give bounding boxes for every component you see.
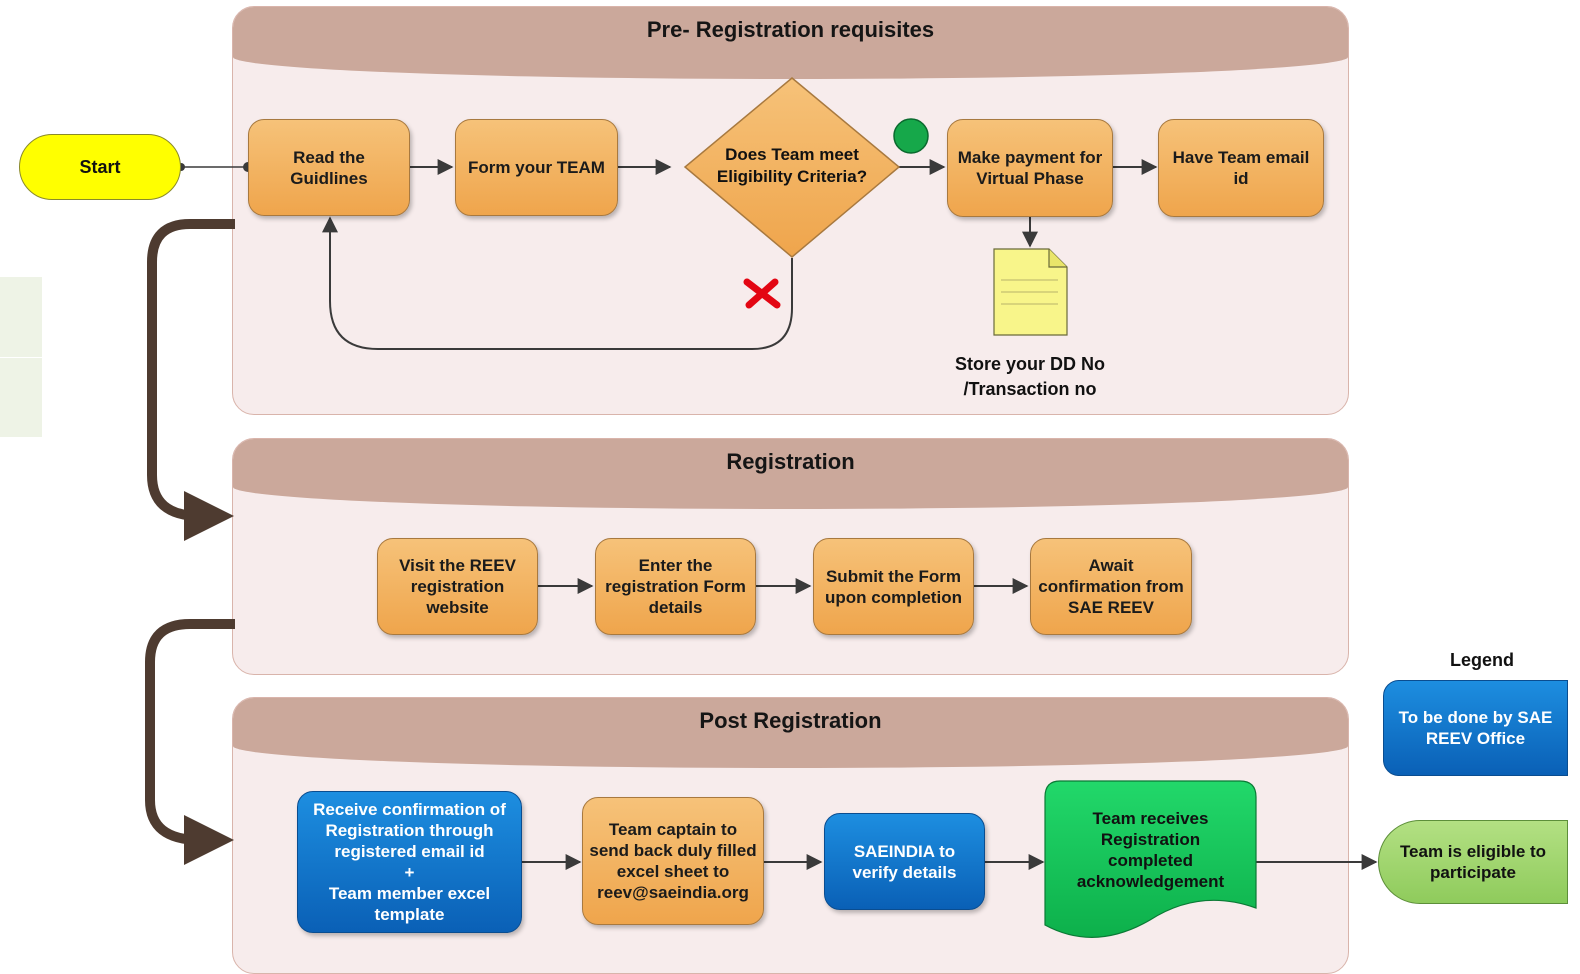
- post-registration-header: [233, 698, 1348, 768]
- legend-title: Legend: [1449, 650, 1514, 670]
- team-email-step: Have Team email id: [1158, 119, 1324, 217]
- no-marker: [743, 278, 781, 309]
- captain-send-label: Team captain to send back duly filled ex…: [589, 820, 757, 902]
- captain-send-step: Team captain to send back duly filled ex…: [582, 797, 764, 925]
- eligibility-diamond: [683, 77, 901, 258]
- acknowledgement-shape: [1044, 780, 1257, 938]
- pre-to-registration-connector: [147, 219, 235, 541]
- submit-form-step: Submit the Form upon completion: [813, 538, 974, 635]
- store-transaction-note: Store your DD No /Transaction no: [954, 354, 1105, 399]
- visit-website-step: Visit the REEV registration website: [377, 538, 538, 635]
- submit-form-label: Submit the Form upon completion: [825, 566, 962, 607]
- read-guidelines-step: Read the Guidlines: [248, 119, 410, 216]
- await-confirmation-label: Await confirmation from SAE REEV: [1038, 556, 1184, 617]
- legend-sae-office-label: To be done by SAE REEV Office: [1398, 708, 1553, 748]
- post-registration-title: Post Registration: [699, 708, 882, 733]
- team-email-label: Have Team email id: [1172, 148, 1310, 188]
- enter-form-label: Enter the registration Form details: [605, 556, 746, 617]
- acknowledgement-step: Team receives Registration completed ack…: [1045, 783, 1256, 898]
- pre-registration-header: [233, 7, 1348, 79]
- legend-sae-office-item: To be done by SAE REEV Office: [1383, 680, 1568, 776]
- registration-to-post-connector: [145, 619, 235, 865]
- receive-plus-label: +: [404, 863, 415, 882]
- eligibility-question: Does Team meet Eligibility Criteria?: [716, 145, 868, 186]
- form-team-label: Form your TEAM: [468, 158, 605, 177]
- not-eligible-loop: [322, 216, 793, 350]
- start-node: Start: [19, 134, 181, 200]
- enter-form-step: Enter the registration Form details: [595, 538, 756, 635]
- registration-header: [233, 439, 1348, 509]
- verify-details-label: SAEINDIA to verify details: [852, 841, 957, 882]
- pre-registration-panel: Pre- Registration requisites: [232, 6, 1349, 415]
- excel-template-label: Team member excel template: [328, 884, 491, 924]
- receive-confirmation-label: Receive confirmation of Registration thr…: [313, 800, 506, 861]
- read-guidelines-label: Read the Guidlines: [290, 147, 368, 188]
- form-team-step: Form your TEAM: [455, 119, 618, 216]
- eligible-label: Team is eligible to participate: [1399, 842, 1547, 882]
- yes-marker: [893, 118, 929, 154]
- registration-title: Registration: [726, 449, 855, 474]
- acknowledgement-label: Team receives Registration completed ack…: [1076, 808, 1225, 891]
- receive-confirmation-step: Receive confirmation of Registration thr…: [297, 791, 522, 933]
- pre-registration-title: Pre- Registration requisites: [646, 17, 935, 42]
- await-confirmation-step: Await confirmation from SAE REEV: [1030, 538, 1192, 635]
- side-decoration: [0, 277, 42, 437]
- eligible-node: Team is eligible to participate: [1378, 820, 1568, 904]
- payment-label: Make payment for Virtual Phase: [957, 148, 1103, 188]
- verify-details-step: SAEINDIA to verify details: [824, 813, 985, 910]
- payment-step: Make payment for Virtual Phase: [947, 119, 1113, 217]
- start-label: Start: [79, 156, 121, 177]
- document-icon: [993, 248, 1068, 336]
- visit-website-label: Visit the REEV registration website: [399, 556, 516, 617]
